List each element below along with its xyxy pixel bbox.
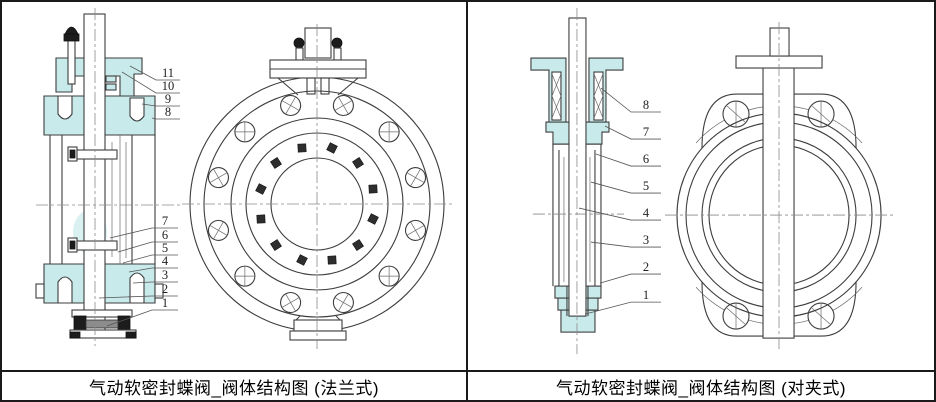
part-label: 9 <box>165 92 171 106</box>
flange-caption-text: 气动软密封蝶阀_阀体结构图 (法兰式) <box>89 378 379 398</box>
wafer-valve-drawing: 8 7 6 5 4 3 2 1 <box>530 8 894 355</box>
part-label: 7 <box>162 214 168 228</box>
part-label: 5 <box>162 241 168 255</box>
wafer-caption: 气动软密封蝶阀_阀体结构图 (对夹式) <box>468 370 934 400</box>
bottom-cap-front <box>289 315 347 341</box>
part-label: 2 <box>162 282 168 296</box>
leader-line <box>98 295 178 299</box>
leader-line <box>121 71 180 94</box>
leader-line <box>129 65 180 81</box>
leader-line <box>128 267 178 273</box>
leader-line <box>151 117 180 120</box>
part-label: 11 <box>162 66 174 80</box>
part-labels-bottom: 7 6 5 4 3 2 1 <box>98 214 178 327</box>
leader-line <box>599 273 661 284</box>
part-labels-top: 11 10 9 8 <box>121 65 180 120</box>
part-label: 7 <box>643 125 649 139</box>
part-label: 4 <box>643 206 650 220</box>
part-label: 3 <box>162 268 168 282</box>
panel-flange-type: 11 10 9 8 7 6 5 <box>2 2 468 400</box>
leader-line <box>106 309 178 327</box>
wafer-caption-text: 气动软密封蝶阀_阀体结构图 (对夹式) <box>556 378 846 398</box>
flange-valve-drawing: 11 10 9 8 7 6 5 <box>35 8 454 349</box>
flange-caption: 气动软密封蝶阀_阀体结构图 (法兰式) <box>2 370 466 400</box>
flange-drawing-area: 11 10 9 8 7 6 5 <box>2 2 466 370</box>
part-label: 2 <box>643 260 649 274</box>
leader-line <box>117 241 178 253</box>
leader-line <box>109 227 178 239</box>
part-label: 1 <box>643 288 649 302</box>
part-label: 8 <box>165 105 171 119</box>
leader-line <box>600 87 661 113</box>
leader-line <box>578 207 661 221</box>
leader-line <box>590 181 661 194</box>
leader-line <box>584 301 661 315</box>
stem-packing-springs <box>551 71 604 121</box>
part-label: 4 <box>162 254 169 268</box>
stem-stub <box>769 27 790 57</box>
part-label: 8 <box>643 98 649 112</box>
part-label: 10 <box>162 79 175 93</box>
stem-band <box>762 65 795 339</box>
disc-pin-lower <box>67 237 118 253</box>
flange-cross-section-view: 11 10 9 8 7 6 5 <box>35 8 182 346</box>
part-label: 1 <box>162 296 168 310</box>
bottom-cover <box>69 309 137 339</box>
part-label: 6 <box>643 152 649 166</box>
leader-line <box>604 125 661 140</box>
part-label: 6 <box>162 228 168 242</box>
part-label: 3 <box>643 233 649 247</box>
wafer-front-view <box>664 22 894 353</box>
leader-line <box>595 153 661 167</box>
gland-bolt <box>63 26 80 85</box>
leader-line <box>590 241 661 248</box>
bottom-lug <box>695 282 863 337</box>
valve-stem <box>568 17 587 317</box>
wafer-drawing-area: 8 7 6 5 4 3 2 1 <box>468 2 934 371</box>
leader-line <box>141 103 180 107</box>
leader-line <box>132 281 178 284</box>
top-bracket <box>269 27 367 96</box>
valve-stem <box>83 13 106 333</box>
wafer-cross-section-view: 8 7 6 5 4 3 2 1 <box>530 8 661 355</box>
part-label: 5 <box>643 179 649 193</box>
flange-front-view <box>182 24 454 349</box>
panel-wafer-type: 8 7 6 5 4 3 2 1 <box>468 2 934 400</box>
leader-line <box>122 254 178 264</box>
part-labels: 8 7 6 5 4 3 2 1 <box>578 87 661 315</box>
disc-pin-upper <box>67 146 118 162</box>
